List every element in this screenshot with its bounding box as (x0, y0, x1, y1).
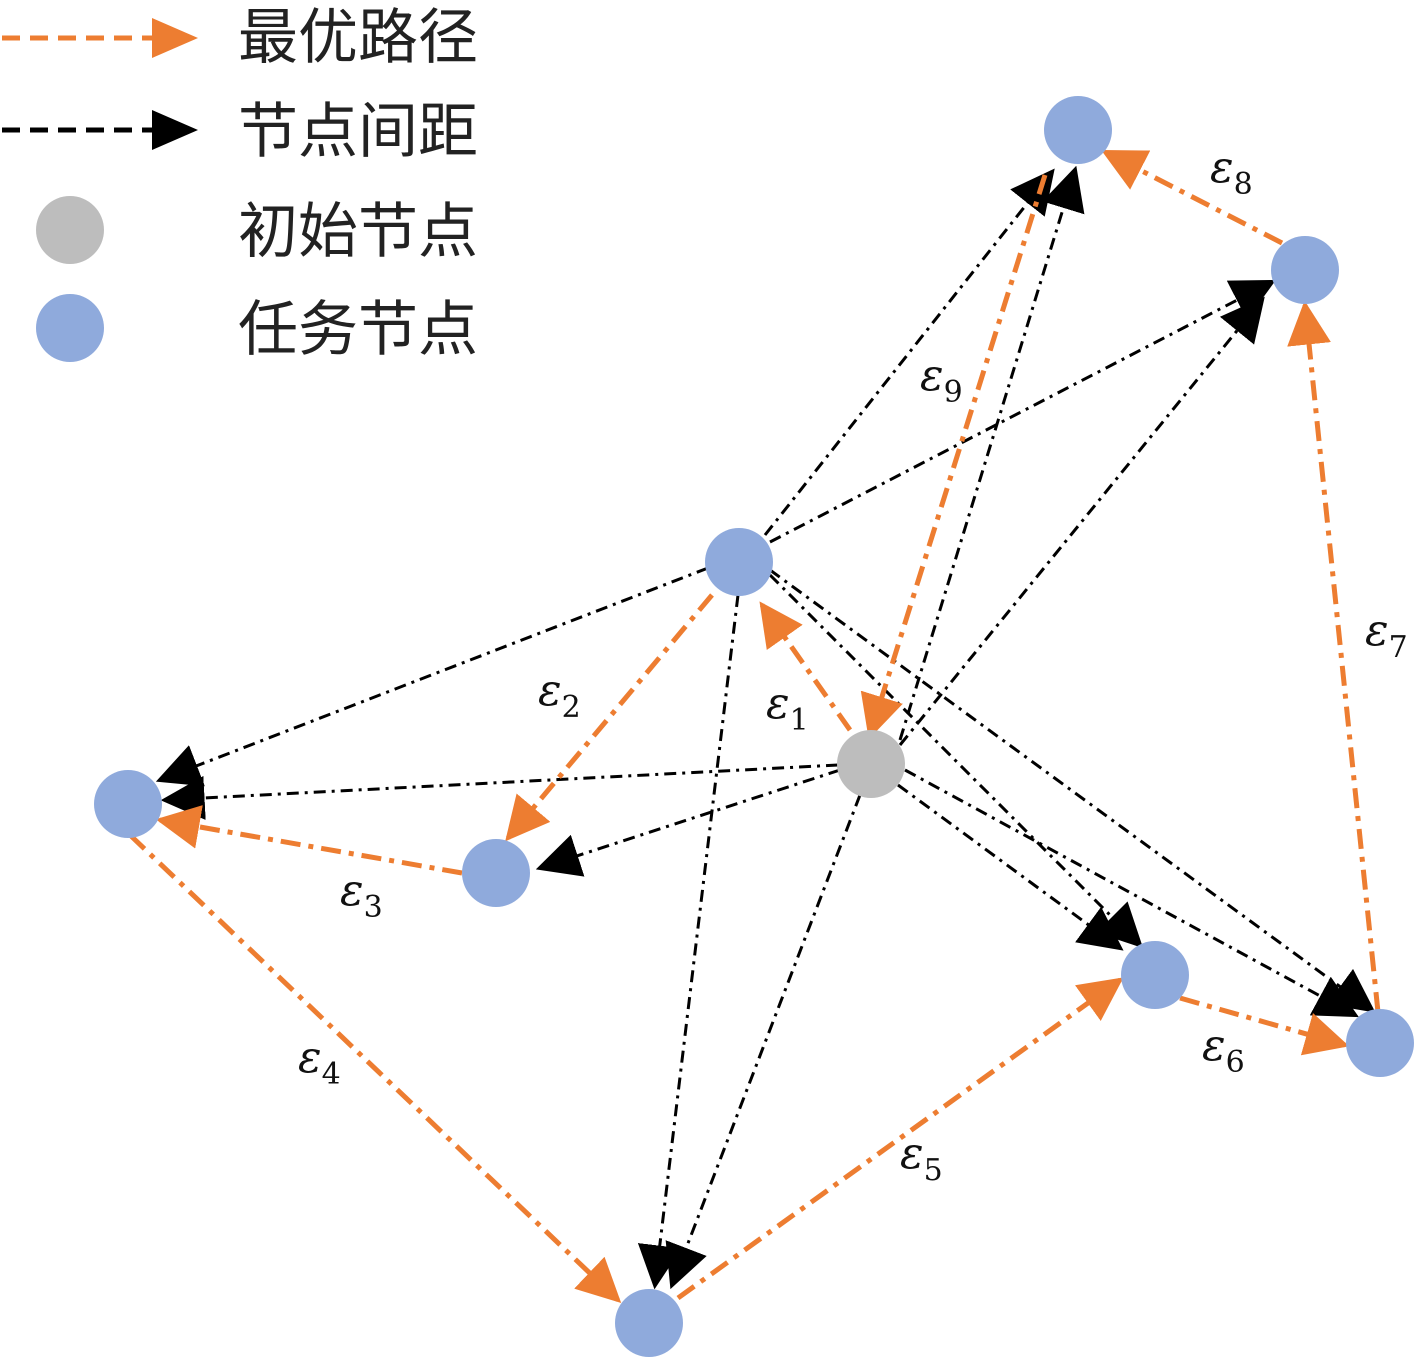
task-node (615, 1289, 683, 1357)
optimal-edge-7 (1287, 300, 1381, 1013)
edge-label-6: ε6 (1202, 1020, 1245, 1080)
distance-edge (769, 568, 1376, 1013)
distance-edge (898, 165, 1085, 741)
optimal-edge-4 (128, 833, 622, 1304)
distance-edge (637, 594, 740, 1290)
optimal-edge-5 (676, 977, 1124, 1301)
task-node (1346, 1009, 1414, 1077)
optimal-edge-9 (860, 174, 1048, 740)
edge-labels: ε1 ε2 ε3 ε4 ε5 ε6 ε7 ε8 ε9 (298, 142, 1408, 1188)
nodes (94, 96, 1414, 1357)
legend-optimal-arrowhead (152, 18, 198, 58)
legend-distance-arrowhead (152, 110, 198, 150)
optimal-edge-3 (155, 805, 463, 876)
task-node (94, 770, 162, 838)
optimal-edge-2 (505, 593, 714, 842)
distance-edge (904, 768, 1359, 1018)
legend-task-label: 任务节点 (238, 295, 478, 365)
legend-initial-label: 初始节点 (238, 197, 478, 267)
edge-label-8: ε8 (1210, 142, 1253, 202)
edge-label-9: ε9 (920, 350, 963, 410)
initial-node (837, 730, 905, 798)
distance-edge (763, 168, 1055, 536)
legend: 最优路径 节点间距 初始节点 任务节点 (2, 3, 478, 365)
distance-edge (160, 763, 839, 820)
edge-label-2: ε2 (538, 665, 581, 725)
edge-label-1: ε1 (766, 678, 809, 738)
distance-edge (769, 279, 1276, 544)
legend-optimal-label: 最优路径 (238, 3, 478, 73)
distance-edge (898, 296, 1265, 746)
distance-edge (535, 768, 841, 877)
task-node (705, 528, 773, 596)
task-node (1121, 941, 1189, 1009)
distance-edge (768, 573, 1144, 949)
optimal-edge-6 (1179, 995, 1350, 1056)
optimal-edge-1 (759, 601, 853, 732)
task-node (1271, 236, 1339, 304)
legend-initial-node-icon (36, 196, 104, 264)
distance-edge (897, 783, 1124, 951)
distance-edge (155, 566, 709, 787)
distance-edge (665, 794, 862, 1290)
edge-label-4: ε4 (298, 1032, 341, 1092)
task-node (1044, 96, 1112, 164)
legend-task-node-icon (36, 294, 104, 362)
edge-label-5: ε5 (900, 1128, 943, 1188)
optimal-edge-8 (1101, 149, 1284, 246)
edge-label-3: ε3 (340, 865, 383, 925)
edge-label-7: ε7 (1365, 605, 1408, 665)
legend-distance-label: 节点间距 (238, 97, 478, 167)
task-node (462, 839, 530, 907)
distance-edges (155, 165, 1376, 1290)
optimal-edges (128, 149, 1381, 1304)
